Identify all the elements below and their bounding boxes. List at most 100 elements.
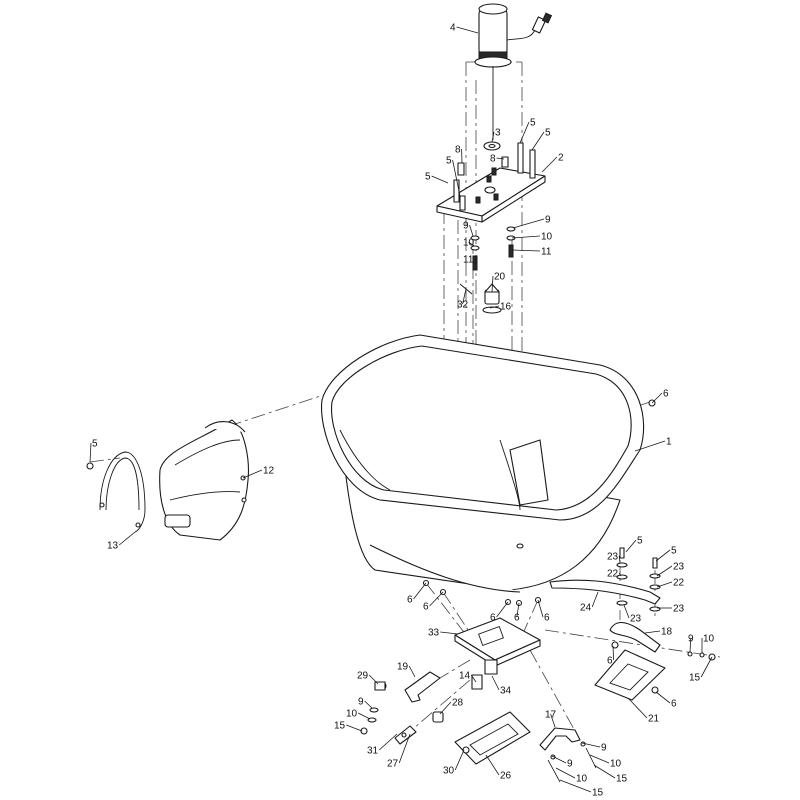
washer-stack-right <box>506 226 516 258</box>
motor-mount-plate-part <box>436 167 546 223</box>
callout-leader-9 <box>512 218 545 229</box>
callout-leader-9 <box>689 637 692 653</box>
callout-leader-15 <box>346 724 363 732</box>
callout-leader-22 <box>656 581 673 588</box>
callout-label-10: 10 <box>576 774 588 785</box>
callout-label-24: 24 <box>580 603 592 614</box>
callout-label-27: 27 <box>387 759 399 770</box>
callout-leader-19 <box>408 665 416 678</box>
callout-label-14: 14 <box>459 671 471 682</box>
callout-label-5: 5 <box>92 439 98 450</box>
callout-label-23: 23 <box>630 614 642 625</box>
clip-part <box>539 727 597 783</box>
callout-leader-15 <box>593 764 616 779</box>
callout-leader-23 <box>618 555 621 564</box>
callout-leader-5 <box>655 549 671 562</box>
callout-label-21: 21 <box>648 714 660 725</box>
callout-label-30: 30 <box>443 766 455 777</box>
callout-leader-5 <box>452 159 461 197</box>
callout-label-6: 6 <box>607 656 613 667</box>
callout-label-3: 3 <box>495 128 501 139</box>
callout-label-11: 11 <box>541 247 552 258</box>
callout-leader-15 <box>559 779 592 793</box>
callout-leader-18 <box>644 630 661 634</box>
callout-label-6: 6 <box>423 602 429 613</box>
callout-label-28: 28 <box>452 698 464 709</box>
callout-leader-10 <box>511 235 541 239</box>
callout-label-22: 22 <box>673 578 685 589</box>
link-arm-part <box>549 547 661 612</box>
callout-label-6: 6 <box>544 613 550 624</box>
callout-leader-24 <box>591 591 599 608</box>
callout-leader-6 <box>651 392 663 404</box>
callout-label-2: 2 <box>558 153 564 164</box>
callout-label-5: 5 <box>545 128 551 139</box>
callout-label-10: 10 <box>463 238 475 249</box>
callout-leader-4 <box>456 26 479 34</box>
callout-label-32: 32 <box>457 300 469 311</box>
callout-label-19: 19 <box>397 662 409 673</box>
callout-label-9: 9 <box>567 759 573 770</box>
callout-leader-6 <box>496 601 509 618</box>
callout-leader-6 <box>413 582 427 600</box>
callout-leader-10 <box>358 712 371 720</box>
callout-label-13: 13 <box>107 541 119 552</box>
washer-stack-left <box>470 235 480 271</box>
gearbox-plate-part <box>454 617 541 690</box>
callout-label-9: 9 <box>545 215 551 226</box>
callout-leader-5 <box>531 131 545 151</box>
callout-label-6: 6 <box>407 595 413 606</box>
callout-label-15: 15 <box>689 673 701 684</box>
callout-label-9: 9 <box>601 743 607 754</box>
callout-leader-28 <box>439 701 452 715</box>
callout-leader-6 <box>429 591 444 607</box>
callout-label-22: 22 <box>607 569 619 580</box>
callout-leader-5 <box>625 539 637 553</box>
lever-part <box>609 621 716 661</box>
control-linkage-part <box>360 671 444 745</box>
callout-leader-5 <box>519 121 530 144</box>
callout-leader-10 <box>468 241 475 247</box>
callout-label-23: 23 <box>607 552 619 563</box>
hopper-part <box>320 334 645 593</box>
callout-leader-22 <box>618 572 622 577</box>
callout-leader-9 <box>364 700 373 709</box>
plate-fasteners <box>453 142 536 211</box>
callout-label-6: 6 <box>514 613 520 624</box>
foot-pedal-part <box>454 711 531 765</box>
callout-leader-3 <box>491 131 495 143</box>
callout-leader-14 <box>470 674 477 683</box>
callout-label-5: 5 <box>637 536 643 547</box>
callout-leader-27 <box>398 733 411 764</box>
callout-label-10: 10 <box>610 759 622 770</box>
callout-leader-10 <box>555 767 576 779</box>
callout-leader-21 <box>627 697 648 719</box>
shroud-part <box>159 419 249 541</box>
callout-label-23: 23 <box>673 604 685 615</box>
callout-leader-26 <box>485 754 500 776</box>
callout-label-23: 23 <box>673 562 685 573</box>
callout-leader-29 <box>368 674 379 685</box>
callout-label-9: 9 <box>358 697 364 708</box>
callout-label-33: 33 <box>428 628 440 639</box>
callout-leader-16 <box>489 305 500 309</box>
callout-label-1: 1 <box>666 437 672 448</box>
callout-leader-1 <box>634 440 666 452</box>
callout-label-16: 16 <box>500 302 512 313</box>
callout-label-6: 6 <box>490 613 496 624</box>
callout-leader-5 <box>89 442 92 463</box>
callout-leader-11 <box>511 249 541 252</box>
callout-leader-15 <box>700 656 713 678</box>
callout-leader-20 <box>491 275 494 293</box>
callout-leader-33 <box>440 631 459 635</box>
callout-label-10: 10 <box>541 232 553 243</box>
callout-leader-9 <box>581 742 601 748</box>
callout-label-15: 15 <box>592 788 604 799</box>
callout-label-6: 6 <box>663 389 669 400</box>
callout-leaders <box>89 26 713 793</box>
callout-label-10: 10 <box>346 709 358 720</box>
motor-part <box>474 3 553 140</box>
callout-label-9: 9 <box>463 221 469 232</box>
